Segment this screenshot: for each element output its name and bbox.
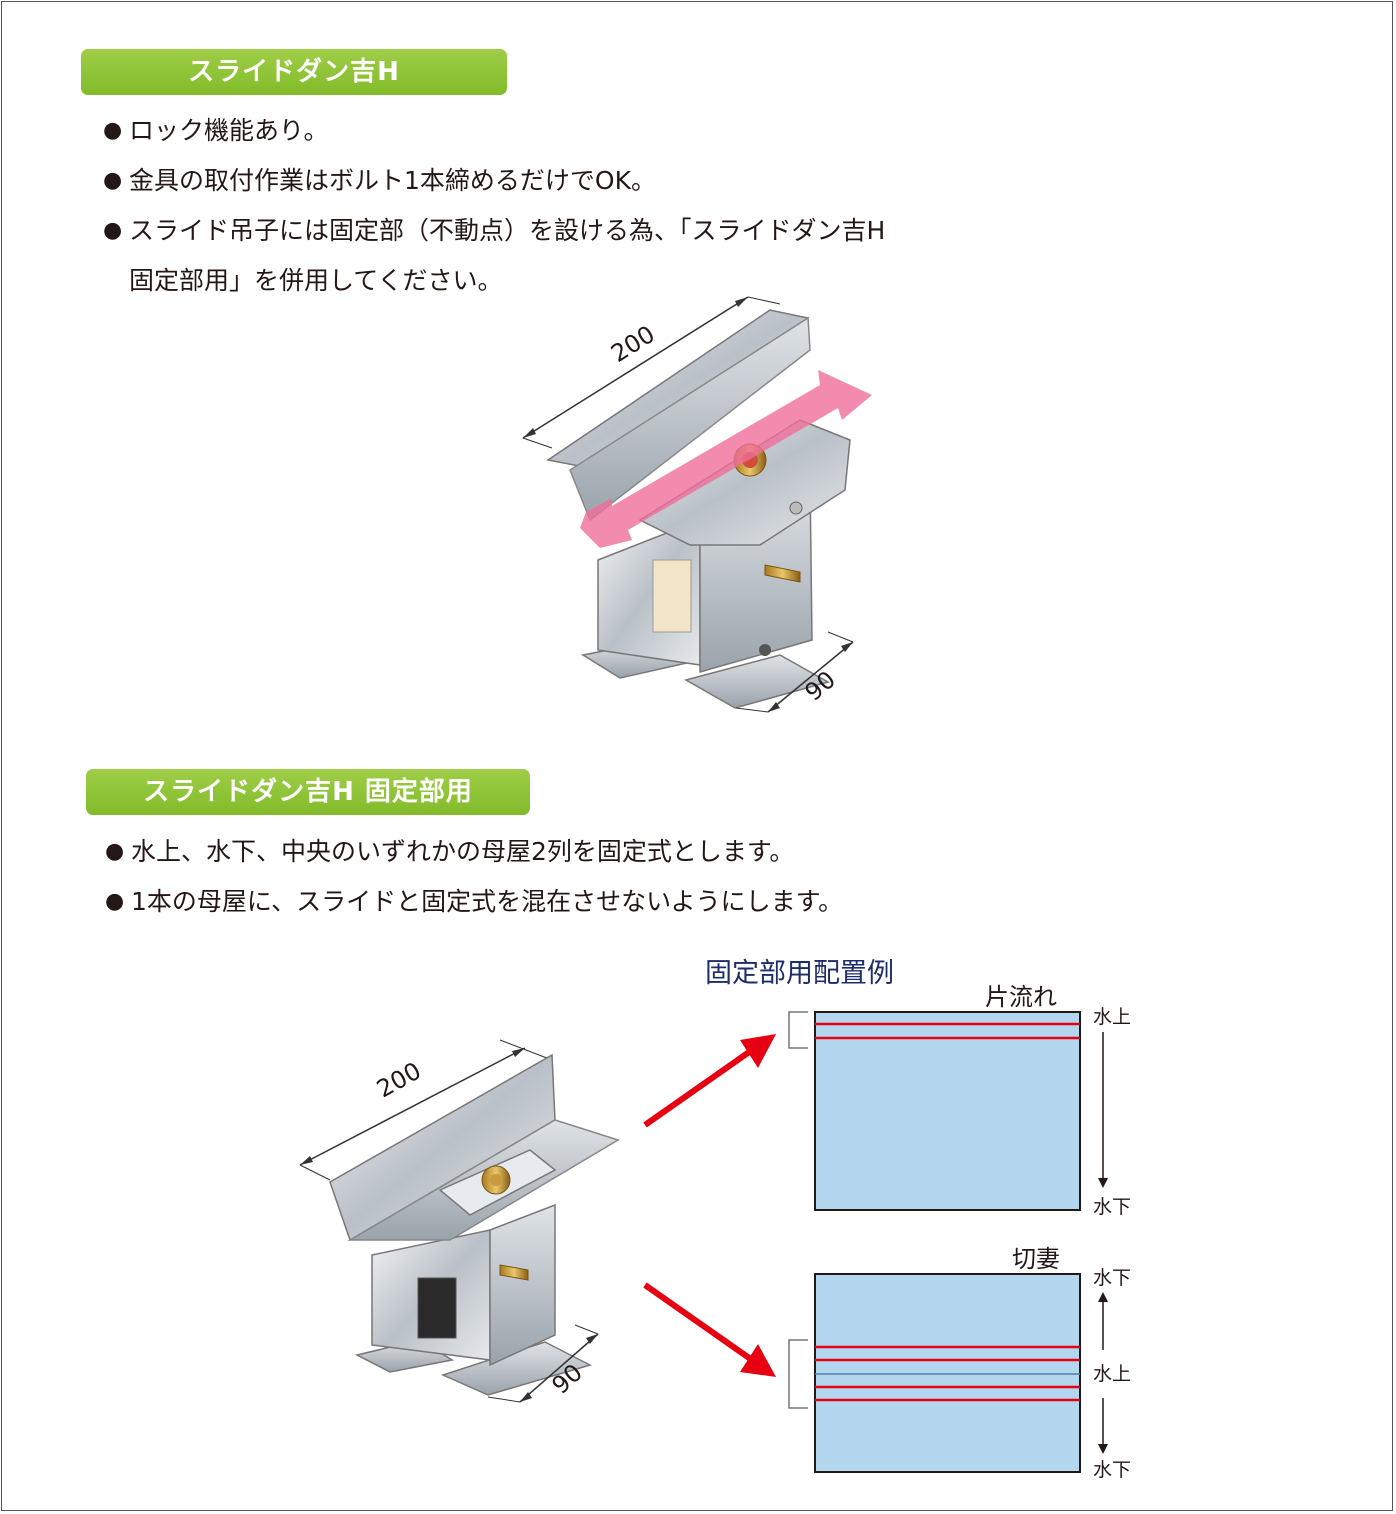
diagram1-top-label: 水上 [1093, 1006, 1132, 1028]
diagram2-middle-label: 水上 [1093, 1363, 1132, 1385]
section2-title: スライドダン吉H 固定部用 [143, 777, 473, 807]
diagram1-bottom-label: 水下 [1093, 1196, 1132, 1218]
diagram2-top-label: 水下 [1093, 1267, 1132, 1289]
section1-bullets: ロック機能あり。 金具の取付作業はボルト1本締めるだけでOK。 スライド吊子には… [103, 106, 885, 306]
section2-title-badge: スライドダン吉H 固定部用 [86, 769, 530, 815]
section1-title-badge: スライドダン吉H [81, 49, 507, 95]
slide-direction-arrow [580, 370, 872, 548]
roof-diagram-katanagare [788, 1011, 1108, 1211]
diagram2-bottom-label: 水下 [1093, 1459, 1132, 1481]
list-item: ロック機能あり。 [103, 106, 885, 156]
dimension-90-line [735, 631, 854, 713]
pointer-arrow-to-katanagare [643, 1034, 776, 1128]
layout-example-title: 固定部用配置例 [705, 958, 894, 989]
dimension-200-line [522, 296, 781, 449]
section2-bullets: 水上、水下、中央のいずれかの母屋2列を固定式とします。 1本の母屋に、スライドと… [105, 827, 843, 927]
list-item-continuation: 固定部用」を併用してください。 [129, 266, 503, 295]
list-item: スライド吊子には固定部（不動点）を設ける為、「スライドダン吉H [103, 206, 885, 256]
pointer-arrow-to-kirizuma [643, 1282, 776, 1377]
dimension-90-line [487, 1324, 599, 1403]
diagram1-label: 片流れ [985, 983, 1057, 1011]
diagram2-label: 切妻 [1012, 1245, 1060, 1273]
section1-title: スライドダン吉H [188, 57, 400, 87]
list-item: 水上、水下、中央のいずれかの母屋2列を固定式とします。 [105, 827, 843, 877]
list-item: 1本の母屋に、スライドと固定式を混在させないようにします。 [105, 877, 843, 927]
list-item: 金具の取付作業はボルト1本締めるだけでOK。 [103, 156, 885, 206]
roof-diagram-kirizuma [788, 1273, 1108, 1473]
dimension-200-line [299, 1039, 553, 1181]
